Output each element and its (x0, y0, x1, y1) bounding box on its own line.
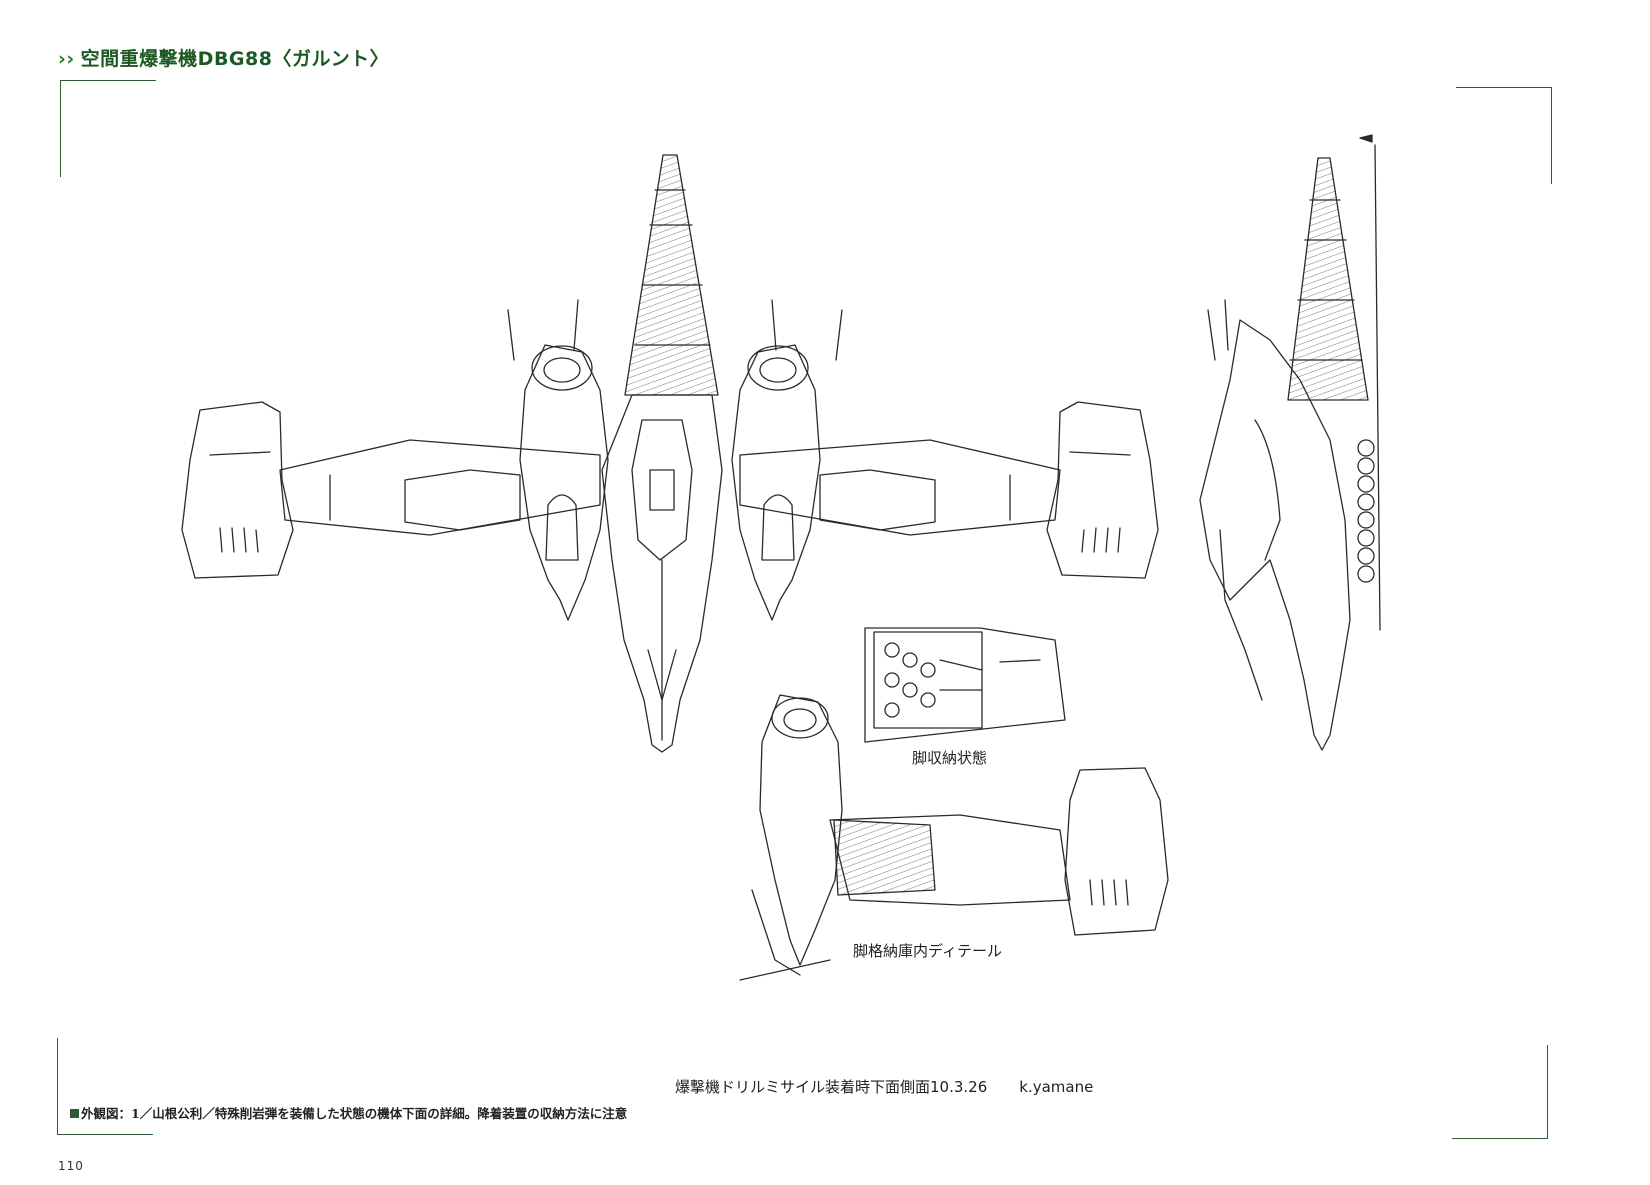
label-bay-detail: 脚格納庫内ディテール (853, 942, 1002, 960)
frame-corner-bottom-left (57, 1038, 153, 1135)
footnote: 外観図：1／山根公利／特殊削岩弾を装備した状態の機体下面の詳細。降着装置の収納方… (70, 1103, 627, 1122)
left-wingtip-pod (181, 401, 294, 579)
stowed-gear-inset (864, 627, 1066, 743)
underside-view (181, 154, 1159, 753)
side-view (1199, 134, 1381, 751)
chevron-icon: ›› (58, 48, 75, 70)
artist-signature: k.yamane (1019, 1078, 1094, 1096)
label-stowed-gear: 脚収納状態 (912, 749, 988, 767)
left-engine-nacelle (519, 344, 609, 621)
right-engine-nacelle (731, 344, 821, 621)
frame-corner-top-right (1456, 87, 1552, 184)
central-fuselage (601, 394, 723, 753)
page-number: 110 (58, 1159, 84, 1173)
frame-corner-top-left (60, 80, 156, 177)
square-bullet-icon (70, 1109, 79, 1118)
bay-detail-inset (739, 694, 1169, 981)
drill-missile (624, 154, 719, 396)
footnote-text: 外観図：1／山根公利／特殊削岩弾を装備した状態の機体下面の詳細。降着装置の収納方… (81, 1106, 628, 1121)
page-title: 空間重爆撃機DBG88〈ガルント〉 (80, 48, 390, 70)
right-wingtip-pod (1046, 401, 1159, 579)
drawing-caption: 爆撃機ドリルミサイル装着時下面側面10.3.26 k.yamane (675, 1076, 1093, 1097)
left-wing (279, 439, 601, 536)
side-fuselage (1199, 319, 1351, 751)
caption-text: 爆撃機ドリルミサイル装着時下面側面10.3.26 (675, 1078, 988, 1096)
page-header: ››空間重爆撃機DBG88〈ガルント〉 (58, 44, 389, 71)
right-wing (739, 439, 1061, 536)
frame-corner-bottom-right (1452, 1045, 1548, 1139)
